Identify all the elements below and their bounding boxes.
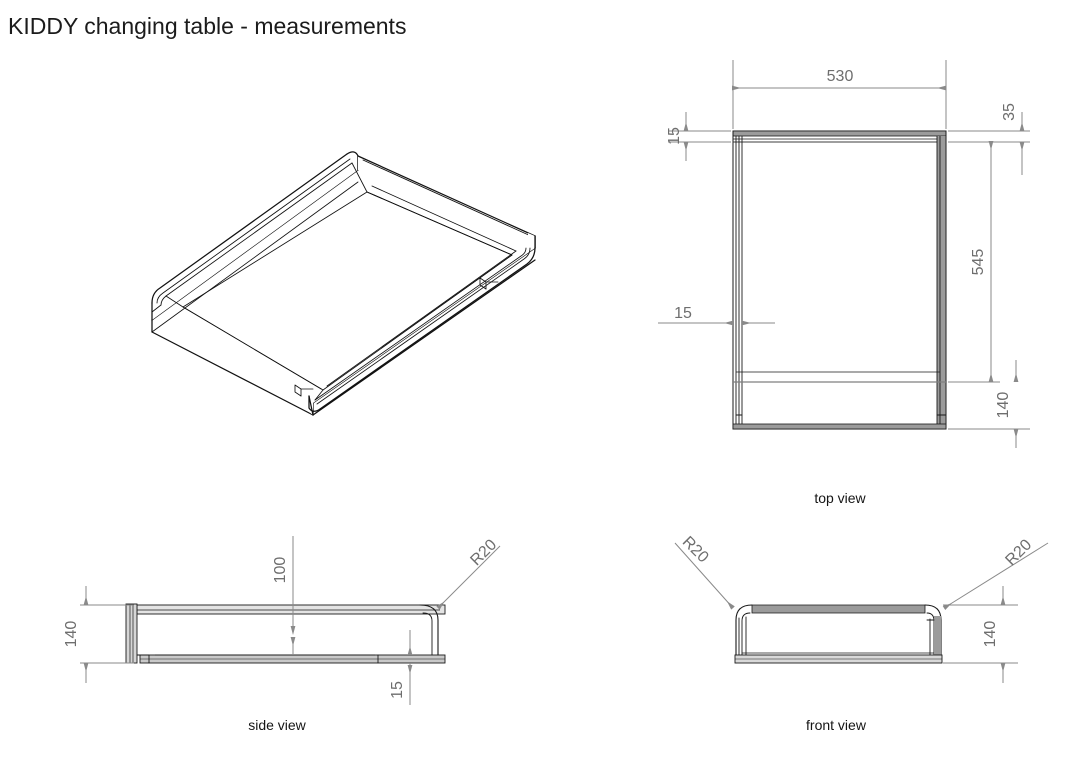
- isometric-view: [151, 151, 536, 416]
- dim-front-radius-left: R20: [679, 533, 712, 566]
- dim-side-height: 140: [63, 621, 80, 648]
- dim-top-rear-offset: 35: [1001, 103, 1018, 121]
- dim-side-radius: R20: [467, 536, 500, 569]
- dim-front-height: 140: [982, 621, 999, 648]
- dim-side-base-thickness: 15: [389, 681, 406, 699]
- page-title: KIDDY changing table - measurements: [8, 13, 406, 39]
- dim-top-width: 530: [827, 68, 854, 85]
- dim-top-inner-depth: 545: [970, 249, 987, 276]
- top-view: 530 15 35 545 140 15 top view: [658, 60, 1030, 506]
- dim-top-side-thickness: 15: [674, 305, 692, 322]
- dim-side-wall-height: 100: [272, 557, 289, 584]
- side-view: 140 100 15 R20 side view: [63, 536, 501, 733]
- dim-top-front-section: 140: [995, 392, 1012, 419]
- view-label-front: front view: [806, 717, 867, 733]
- dim-top-left-thickness: 15: [666, 127, 683, 145]
- front-view: R20 R20 140 front view: [674, 533, 1049, 733]
- view-label-side: side view: [248, 717, 306, 733]
- dim-front-radius-right: R20: [1002, 536, 1035, 569]
- view-label-top: top view: [814, 490, 866, 506]
